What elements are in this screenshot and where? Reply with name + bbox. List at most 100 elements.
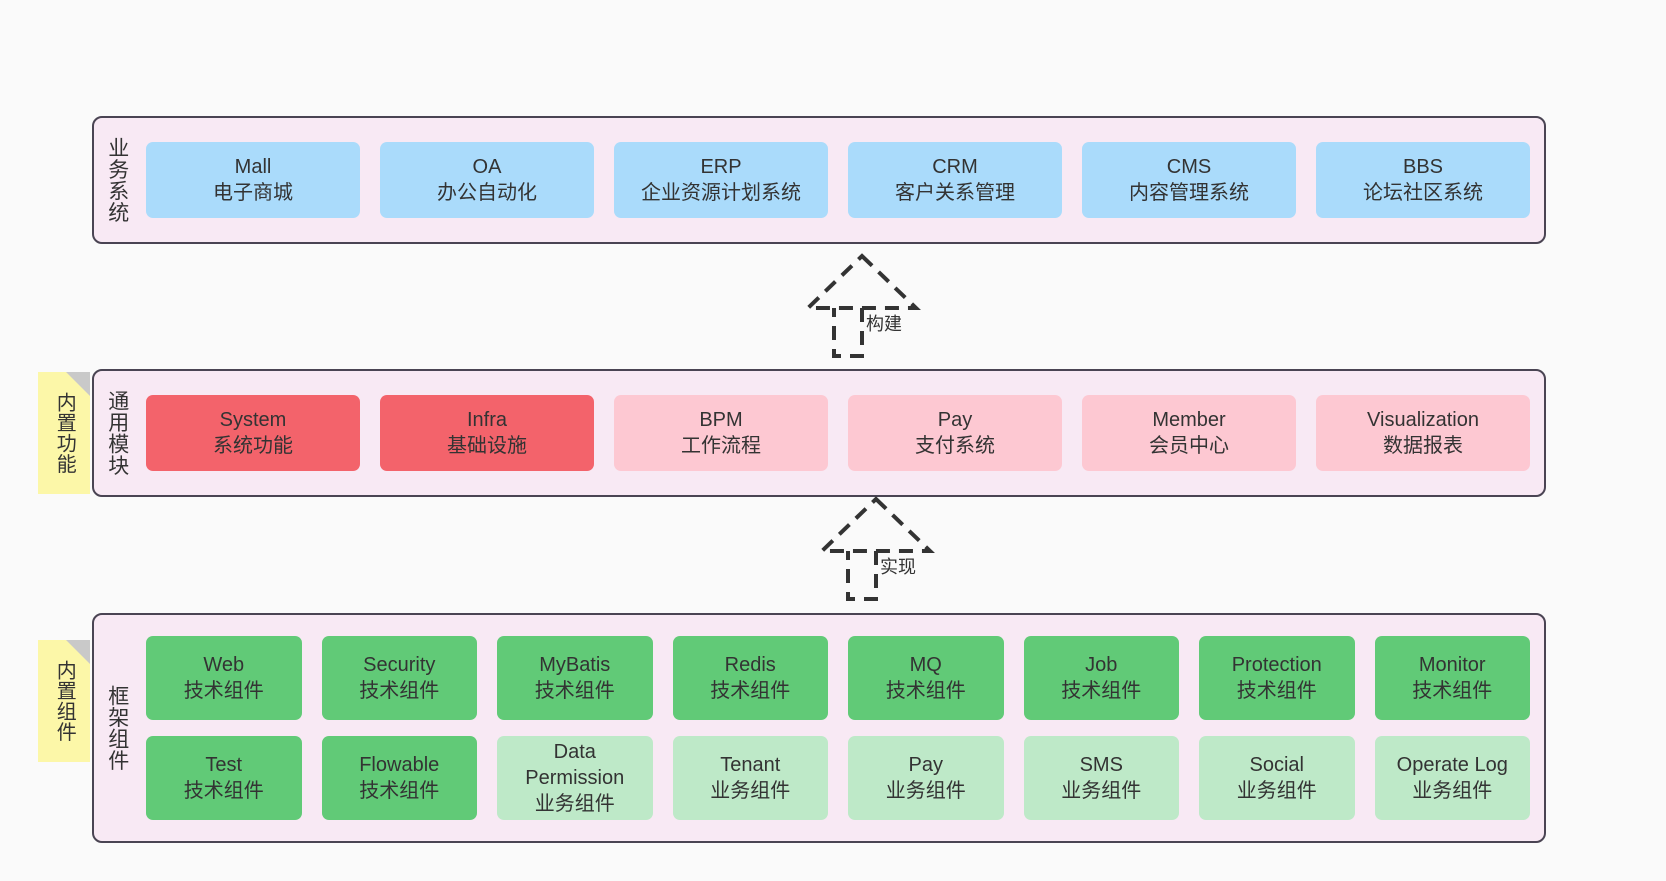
card-subtitle: 技术组件 <box>359 680 440 702</box>
card-data-permission[interactable]: Data Permission 业务组件 <box>497 736 653 820</box>
card-erp[interactable]: ERP 企业资源计划系统 <box>614 142 828 218</box>
card-subtitle: 支付系统 <box>915 435 995 457</box>
card-title: Pay <box>937 409 973 431</box>
card-title: Tenant <box>720 754 781 776</box>
card-title: Mall <box>234 156 272 178</box>
card-mall[interactable]: Mall 电子商城 <box>146 142 360 218</box>
card-oa[interactable]: OA 办公自动化 <box>380 142 594 218</box>
card-title: MQ <box>909 654 942 676</box>
card-title: MyBatis <box>539 654 611 676</box>
card-title: Protection <box>1231 654 1322 676</box>
card-subtitle: 业务组件 <box>885 780 966 802</box>
card-title: Web <box>203 654 245 676</box>
card-title: Member <box>1152 409 1226 431</box>
card-row: System 系统功能 Infra 基础设施 BPM 工作流程 Pay 支付系统… <box>146 395 1530 471</box>
card-title: Security <box>363 654 436 676</box>
realization-arrow-build-icon <box>803 253 921 358</box>
card-protection[interactable]: Protection 技术组件 <box>1199 636 1355 720</box>
card-redis[interactable]: Redis 技术组件 <box>672 636 828 720</box>
card-title: Operate Log <box>1396 754 1508 776</box>
card-subtitle: 业务组件 <box>534 793 615 815</box>
card-bbs[interactable]: BBS 论坛社区系统 <box>1316 142 1530 218</box>
card-subtitle: 会员中心 <box>1149 435 1229 457</box>
card-title: Redis <box>724 654 776 676</box>
card-title: Visualization <box>1367 409 1479 431</box>
card-title: Flowable <box>359 754 440 776</box>
card-job[interactable]: Job 技术组件 <box>1023 636 1179 720</box>
connector-label-build: 构建 <box>866 314 902 334</box>
tier-label-framework-components: 框架组件 <box>105 685 129 771</box>
tier-business-system: 业务系统 Mall 电子商城 OA 办公自动化 ERP 企业资源计划系统 CRM… <box>92 116 1546 244</box>
card-subtitle: 企业资源计划系统 <box>641 182 801 204</box>
tier-framework-components: 框架组件 Web 技术组件 Security 技术组件 MyBatis 技术组件… <box>92 613 1546 843</box>
card-web[interactable]: Web 技术组件 <box>146 636 302 720</box>
card-cms[interactable]: CMS 内容管理系统 <box>1082 142 1296 218</box>
card-subtitle: 基础设施 <box>447 435 527 457</box>
card-mq[interactable]: MQ 技术组件 <box>848 636 1004 720</box>
card-pay[interactable]: Pay 支付系统 <box>848 395 1062 471</box>
card-subtitle: 论坛社区系统 <box>1363 182 1483 204</box>
card-security[interactable]: Security 技术组件 <box>321 636 477 720</box>
card-subtitle: 技术组件 <box>1061 680 1142 702</box>
card-title: Infra <box>466 409 508 431</box>
card-row: Web 技术组件 Security 技术组件 MyBatis 技术组件 Redi… <box>146 636 1530 720</box>
card-subtitle: 内容管理系统 <box>1129 182 1249 204</box>
card-system[interactable]: System 系统功能 <box>146 395 360 471</box>
card-subtitle: 技术组件 <box>885 680 966 702</box>
note-builtin-components: 内置组件 <box>38 640 90 762</box>
card-title: Job <box>1085 654 1118 676</box>
card-operate-log[interactable]: Operate Log 业务组件 <box>1374 736 1530 820</box>
card-subtitle: 业务组件 <box>1061 780 1142 802</box>
card-title: ERP <box>700 156 742 178</box>
card-title: CMS <box>1166 156 1212 178</box>
card-row: Test 技术组件 Flowable 技术组件 Data Permission … <box>146 736 1530 820</box>
card-title: Test <box>205 754 243 776</box>
card-subtitle: 技术组件 <box>1412 680 1493 702</box>
card-title: Monitor <box>1418 654 1486 676</box>
tier-body-business-system: Mall 电子商城 OA 办公自动化 ERP 企业资源计划系统 CRM 客户关系… <box>140 118 1544 242</box>
card-social[interactable]: Social 业务组件 <box>1199 736 1355 820</box>
card-title: Data Permission <box>525 741 625 789</box>
tier-label-common-modules: 通用模块 <box>105 390 129 476</box>
tier-body-common-modules: System 系统功能 Infra 基础设施 BPM 工作流程 Pay 支付系统… <box>140 371 1544 495</box>
card-member[interactable]: Member 会员中心 <box>1082 395 1296 471</box>
card-subtitle: 电子商城 <box>213 182 293 204</box>
tier-body-framework-components: Web 技术组件 Security 技术组件 MyBatis 技术组件 Redi… <box>140 615 1544 841</box>
card-visualization[interactable]: Visualization 数据报表 <box>1316 395 1530 471</box>
tier-label-business-system: 业务系统 <box>105 137 129 223</box>
card-subtitle: 技术组件 <box>183 680 264 702</box>
connector-label-implement: 实现 <box>880 557 916 577</box>
card-subtitle: 技术组件 <box>183 780 264 802</box>
card-subtitle: 客户关系管理 <box>895 182 1015 204</box>
card-title: SMS <box>1079 754 1123 776</box>
card-mybatis[interactable]: MyBatis 技术组件 <box>497 636 653 720</box>
tier-common-modules: 通用模块 System 系统功能 Infra 基础设施 BPM 工作流程 Pay… <box>92 369 1546 497</box>
card-title: Social <box>1249 754 1304 776</box>
card-subtitle: 技术组件 <box>359 780 440 802</box>
card-subtitle: 技术组件 <box>710 680 791 702</box>
card-pay-component[interactable]: Pay 业务组件 <box>848 736 1004 820</box>
card-row: Mall 电子商城 OA 办公自动化 ERP 企业资源计划系统 CRM 客户关系… <box>146 142 1530 218</box>
card-subtitle: 工作流程 <box>681 435 761 457</box>
card-title: Pay <box>908 754 943 776</box>
card-subtitle: 技术组件 <box>1236 680 1317 702</box>
card-subtitle: 数据报表 <box>1383 435 1463 457</box>
card-test[interactable]: Test 技术组件 <box>146 736 302 820</box>
card-title: System <box>219 409 287 431</box>
card-title: BPM <box>699 409 743 431</box>
card-subtitle: 系统功能 <box>213 435 293 457</box>
card-infra[interactable]: Infra 基础设施 <box>380 395 594 471</box>
card-subtitle: 办公自动化 <box>437 182 537 204</box>
card-sms[interactable]: SMS 业务组件 <box>1023 736 1179 820</box>
note-builtin-features: 内置功能 <box>38 372 90 494</box>
card-crm[interactable]: CRM 客户关系管理 <box>848 142 1062 218</box>
card-title: CRM <box>932 156 978 178</box>
card-title: OA <box>472 156 502 178</box>
card-subtitle: 业务组件 <box>710 780 791 802</box>
card-subtitle: 技术组件 <box>534 680 615 702</box>
card-tenant[interactable]: Tenant 业务组件 <box>672 736 828 820</box>
card-flowable[interactable]: Flowable 技术组件 <box>321 736 477 820</box>
card-bpm[interactable]: BPM 工作流程 <box>614 395 828 471</box>
card-monitor[interactable]: Monitor 技术组件 <box>1374 636 1530 720</box>
